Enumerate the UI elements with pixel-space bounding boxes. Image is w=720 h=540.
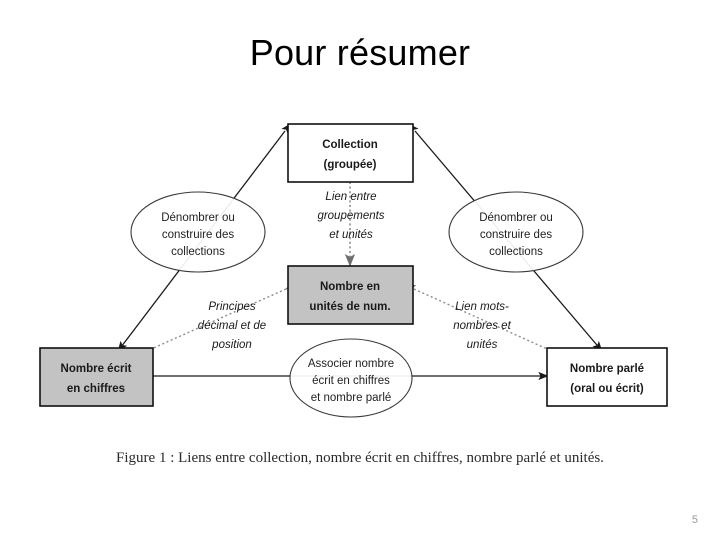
node-label-line: Dénombrer ou	[161, 212, 235, 224]
node-label-line: unités de num.	[309, 301, 390, 313]
node-label-line: en chiffres	[67, 383, 125, 395]
edge-label-line: groupements	[317, 210, 384, 222]
node-label-line: Collection	[322, 139, 378, 151]
node-label-line: écrit en chiffres	[312, 375, 390, 387]
figure-diagram: Dénombrer ou construire des collections …	[0, 104, 720, 504]
node-label-line: (groupée)	[323, 159, 376, 171]
node-label-line: construire des	[162, 229, 234, 241]
node-label-line: collections	[171, 246, 225, 258]
node-denombrer-gauche[interactable]: Dénombrer ou construire des collections	[130, 191, 266, 273]
edge-label-line: nombres et	[453, 320, 511, 332]
edge-label-line: Principes	[208, 301, 256, 313]
node-label-line: collections	[489, 246, 543, 258]
edge-label-principes-decimal: Principes décimal et de position	[198, 301, 266, 351]
page-title: Pour résumer	[249, 32, 471, 73]
node-label-line: construire des	[480, 229, 552, 241]
node-nombre-parle[interactable]: Nombre parlé (oral ou écrit)	[546, 347, 668, 407]
node-nombre-ecrit-en-chiffres[interactable]: Nombre écrit en chiffres	[39, 347, 154, 407]
edge-label-line: et unités	[329, 229, 373, 241]
diagram-svg: Dénombrer ou construire des collections …	[39, 123, 668, 418]
edge-label-lien-groupements: Lien entre groupements et unités	[317, 191, 384, 241]
edge-label-line: position	[211, 339, 252, 351]
node-label-line: Nombre parlé	[570, 363, 644, 375]
node-label-line: et nombre parlé	[311, 392, 392, 404]
edge-label-line: unités	[467, 339, 498, 351]
edge-label-line: Lien entre	[325, 191, 376, 203]
page-number: 5	[691, 514, 698, 526]
node-label-line: (oral ou écrit)	[570, 383, 644, 395]
node-label-line: Nombre en	[320, 281, 380, 293]
node-associer-nombre[interactable]: Associer nombre écrit en chiffres et nom…	[289, 338, 413, 418]
edge-label-line: Lien mots-	[455, 301, 509, 313]
node-collection[interactable]: Collection (groupée)	[287, 123, 414, 183]
edge-label-line: décimal et de	[198, 320, 266, 332]
node-label-line: Nombre écrit	[61, 363, 132, 375]
edge-label-lien-mots-nombres: Lien mots- nombres et unités	[453, 301, 511, 351]
node-nombre-en-unites[interactable]: Nombre en unités de num.	[287, 265, 414, 325]
figure-caption: Figure 1 : Liens entre collection, nombr…	[116, 450, 604, 466]
node-denombrer-droite[interactable]: Dénombrer ou construire des collections	[448, 191, 584, 273]
node-label-line: Dénombrer ou	[479, 212, 553, 224]
node-label-line: Associer nombre	[308, 358, 394, 370]
